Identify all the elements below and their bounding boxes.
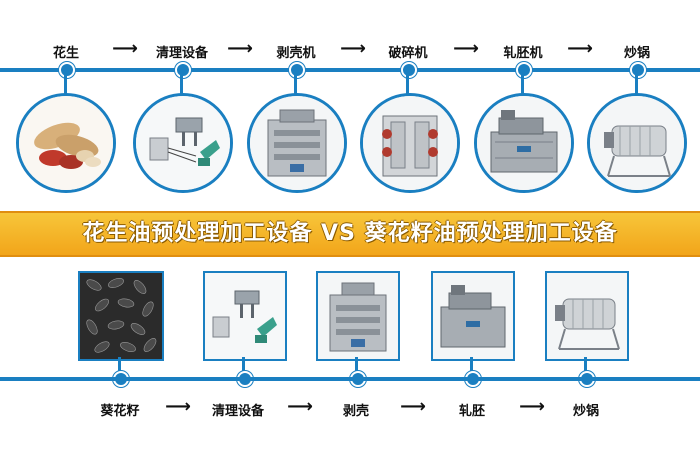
bottom-arrow-3: ⟶ xyxy=(400,396,426,417)
flaking-machine-image xyxy=(431,271,515,361)
roaster-image xyxy=(587,93,687,193)
top-step-label-sheller: 剥壳机 xyxy=(276,46,316,61)
title-banner: 花生油预处理加工设备 VS 葵花籽油预处理加工设备 xyxy=(0,211,700,257)
peanut-image xyxy=(16,93,116,193)
top-connector xyxy=(294,74,297,94)
bottom-connector xyxy=(242,357,245,375)
bottom-arrow-4: ⟶ xyxy=(519,396,545,417)
top-connector xyxy=(521,74,524,94)
bottom-connector xyxy=(355,357,358,375)
bottom-flow-line xyxy=(0,377,700,381)
bottom-arrow-1: ⟶ xyxy=(165,396,191,417)
top-arrow-2: ⟶ xyxy=(227,38,253,59)
top-node-dot xyxy=(175,62,191,78)
bottom-connector xyxy=(118,357,121,375)
top-arrow-5: ⟶ xyxy=(567,38,593,59)
top-connector xyxy=(64,74,67,94)
top-arrow-4: ⟶ xyxy=(453,38,479,59)
bottom-step-label-flaking: 轧胚 xyxy=(458,404,486,419)
cleaning-equipment-image xyxy=(203,271,287,361)
top-arrow-3: ⟶ xyxy=(340,38,366,59)
top-flow-line xyxy=(0,68,700,72)
banner-title: 花生油预处理加工设备 VS 葵花籽油预处理加工设备 xyxy=(82,221,618,246)
top-node-dot xyxy=(59,62,75,78)
bottom-step-label-sunflower: 葵花籽 xyxy=(100,404,140,419)
flaking-machine-image xyxy=(474,93,574,193)
bottom-step-label-sheller: 剥壳 xyxy=(342,404,370,419)
top-step-label-peanut: 花生 xyxy=(52,46,80,61)
bottom-arrow-2: ⟶ xyxy=(287,396,313,417)
cleaning-equipment-image xyxy=(133,93,233,193)
top-step-label-flaking: 轧胚机 xyxy=(503,46,543,61)
top-connector xyxy=(406,74,409,94)
roaster-image xyxy=(545,271,629,361)
top-connector xyxy=(635,74,638,94)
sheller-image xyxy=(247,93,347,193)
top-step-label-crusher: 破碎机 xyxy=(388,46,428,61)
top-step-label-roaster: 炒锅 xyxy=(623,46,651,61)
top-node-dot xyxy=(401,62,417,78)
top-node-dot xyxy=(516,62,532,78)
sunflower-seeds-image xyxy=(78,271,164,361)
top-node-dot xyxy=(630,62,646,78)
top-connector xyxy=(180,74,183,94)
top-arrow-1: ⟶ xyxy=(112,38,138,59)
bottom-connector xyxy=(470,357,473,375)
top-step-label-cleaning: 清理设备 xyxy=(155,46,209,61)
bottom-step-label-roaster: 炒锅 xyxy=(572,404,600,419)
bottom-connector xyxy=(584,357,587,375)
top-node-dot xyxy=(289,62,305,78)
crusher-image xyxy=(360,93,460,193)
bottom-step-label-cleaning: 清理设备 xyxy=(211,404,265,419)
sheller-image xyxy=(316,271,400,361)
